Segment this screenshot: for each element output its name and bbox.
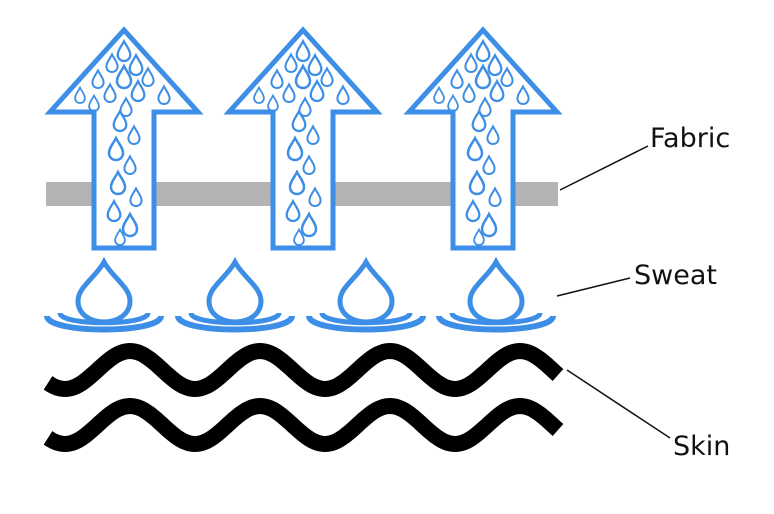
up-arrow-icon — [223, 26, 383, 251]
skin-label: Skin — [673, 431, 730, 462]
ripple-icon — [44, 314, 164, 333]
sweat-drop — [436, 256, 556, 333]
arrows-group — [44, 26, 563, 251]
ripple-icon — [436, 314, 556, 333]
sweat-drop — [44, 256, 164, 333]
sweat-label: Sweat — [634, 260, 717, 291]
up-arrow-icon — [44, 26, 204, 251]
water-drop-icon — [206, 256, 264, 325]
sweat-drop — [175, 256, 295, 333]
ripple-icon — [306, 314, 426, 333]
sweat-drops — [44, 256, 556, 333]
water-drop-icon — [75, 256, 133, 325]
sweat-leader-line — [556, 277, 631, 297]
skin-wave-bottom — [43, 397, 564, 453]
skin-wave-top — [43, 342, 564, 398]
up-arrow-icon — [403, 26, 563, 251]
fabric-leader-line — [559, 145, 649, 191]
sweat-drop — [306, 256, 426, 333]
ripple-icon — [175, 314, 295, 333]
fabric-label: Fabric — [650, 123, 730, 154]
skin-layer — [43, 342, 564, 453]
water-drop-icon — [337, 256, 395, 325]
leader-lines — [556, 145, 671, 439]
water-drop-icon — [467, 256, 525, 325]
skin-leader-line — [566, 369, 671, 439]
